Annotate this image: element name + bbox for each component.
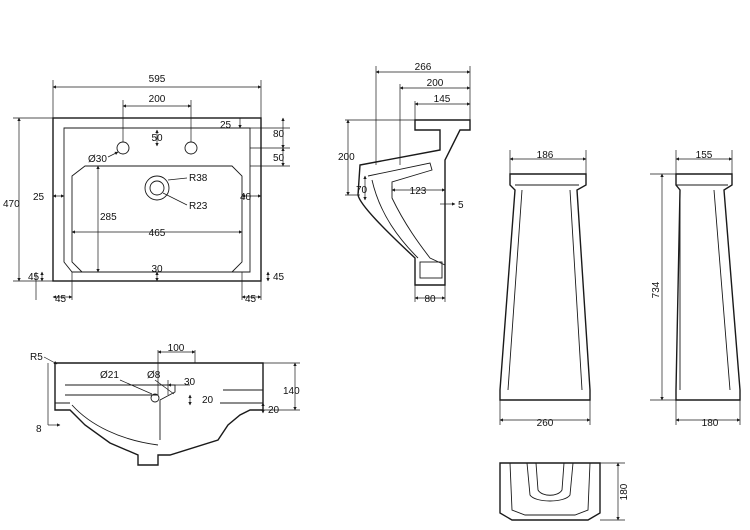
label-30: 30 <box>184 377 196 388</box>
label-100: 100 <box>168 343 185 354</box>
label-260: 260 <box>537 418 554 429</box>
pedestal-front: 186 260 <box>499 150 591 429</box>
label-bowl-depth: 285 <box>100 212 117 223</box>
dim-line-r5 <box>43 356 58 365</box>
front-section: R5 100 Ø21 Ø8 30 20 20 140 8 <box>30 343 300 466</box>
label-tap-offset: 50 <box>151 133 163 144</box>
pedestal-plan: 180 <box>499 462 630 521</box>
side-section: 266 200 145 200 70 123 5 80 <box>338 62 471 305</box>
basin-side-profile <box>357 119 471 286</box>
label-180-side: 180 <box>702 418 719 429</box>
dim-line-r38 <box>167 177 188 181</box>
tap-hole-left <box>116 141 130 155</box>
overflow-hole <box>150 393 160 403</box>
waste-inner <box>149 180 165 196</box>
overflow-channel <box>371 179 419 259</box>
label-5: 5 <box>458 200 464 211</box>
pedestal-side-inner <box>676 184 731 391</box>
label-corner-right-h: 45 <box>245 294 257 305</box>
basin-side-inner <box>367 162 446 266</box>
label-180-plan: 180 <box>619 483 630 500</box>
label-200-top: 200 <box>427 78 444 89</box>
label-50-right: 50 <box>273 153 285 164</box>
label-186: 186 <box>537 150 554 161</box>
label-corner-left-h: 45 <box>55 294 67 305</box>
base-foot <box>419 261 443 279</box>
label-d21: Ø21 <box>100 370 119 381</box>
label-corner-left-v: 45 <box>28 272 40 283</box>
bowl-outline <box>71 165 243 273</box>
label-side-rim-right: 40 <box>240 192 252 203</box>
dim-line-r23 <box>162 192 188 206</box>
label-123: 123 <box>410 186 427 197</box>
pedestal-front-outline <box>499 173 591 401</box>
pedestal-side-outline <box>675 173 741 401</box>
label-80: 80 <box>273 129 285 140</box>
label-overall-depth: 470 <box>3 199 20 210</box>
label-bowl-width: 465 <box>149 228 166 239</box>
dim-line-d21 <box>119 379 153 395</box>
top-view: 595 200 25 50 80 50 470 Ø30 25 40 R38 R2… <box>3 74 290 305</box>
label-tap-diameter: Ø30 <box>88 154 107 165</box>
label-20-lower: 20 <box>268 405 280 416</box>
label-8: 8 <box>36 424 42 435</box>
label-155: 155 <box>696 150 713 161</box>
label-front-rim: 30 <box>151 264 163 275</box>
label-d8: Ø8 <box>147 370 161 381</box>
label-tap-spacing: 200 <box>149 94 166 105</box>
label-80-base: 80 <box>424 294 436 305</box>
label-200-left: 200 <box>338 152 355 163</box>
label-rim-depth: 25 <box>220 120 232 131</box>
label-waste-outer: R38 <box>189 173 208 184</box>
label-266: 266 <box>415 62 432 73</box>
label-waste-inner: R23 <box>189 201 208 212</box>
label-70: 70 <box>356 185 368 196</box>
tap-hole-right <box>184 141 198 155</box>
pedestal-plan-inner <box>509 462 591 516</box>
label-145: 145 <box>434 94 451 105</box>
label-734: 734 <box>651 281 662 298</box>
label-r5: R5 <box>30 352 43 363</box>
pedestal-side: 155 734 180 <box>650 150 741 429</box>
dim-line-diam <box>107 151 119 158</box>
label-side-rim-left: 25 <box>33 192 45 203</box>
label-140: 140 <box>283 386 300 397</box>
waste-outer <box>144 175 170 201</box>
label-20-upper: 20 <box>202 395 214 406</box>
dim-line-d8 <box>154 379 175 395</box>
label-corner-right-v: 45 <box>273 272 285 283</box>
basin-front-profile <box>54 362 264 466</box>
pedestal-front-inner <box>507 184 583 391</box>
rim-detail <box>55 389 263 404</box>
label-overall-width: 595 <box>149 74 166 85</box>
basin-front-inner <box>65 384 176 446</box>
